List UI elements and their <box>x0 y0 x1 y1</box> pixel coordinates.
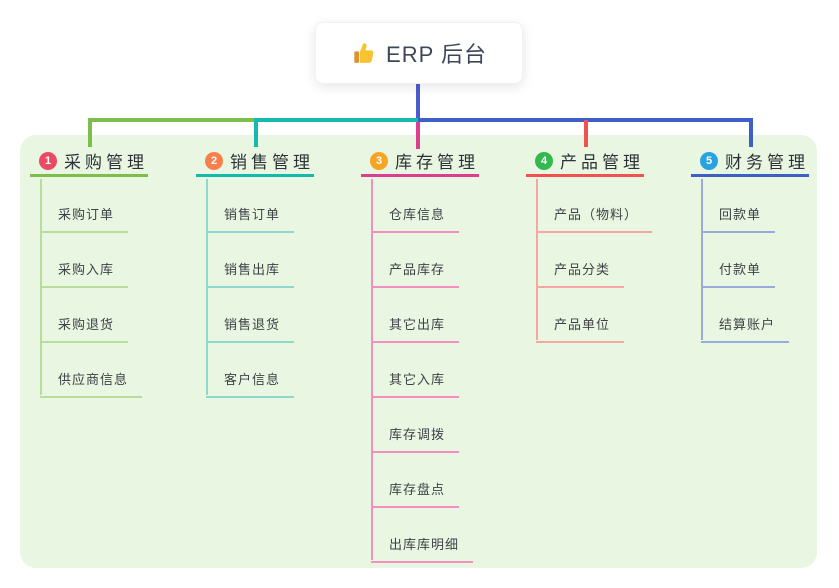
branch-2-drop-line <box>254 118 258 147</box>
branch-number-badge: 1 <box>39 151 57 170</box>
sub-node[interactable]: 客户信息 <box>206 369 295 398</box>
branch-number-badge: 3 <box>370 151 388 170</box>
branch-node-3[interactable]: 3 库存管理 <box>361 147 479 177</box>
bus-segment-teal <box>254 118 422 122</box>
branch-label: 产品管理 <box>560 153 644 172</box>
sub-node[interactable]: 付款单 <box>701 259 776 288</box>
sub-node[interactable]: 销售出库 <box>206 259 295 288</box>
branch-4-drop-line <box>584 120 588 147</box>
branch-node-1[interactable]: 1 采购管理 <box>30 147 148 177</box>
sub-node[interactable]: 产品库存 <box>371 259 460 288</box>
sub-node[interactable]: 结算账户 <box>701 314 790 343</box>
branch-5-drop-line <box>749 118 753 147</box>
sub-node[interactable]: 产品（物料） <box>536 204 653 233</box>
sub-connector-line <box>536 179 538 340</box>
branch-number-badge: 5 <box>700 151 718 170</box>
thumbs-up-icon <box>351 41 376 66</box>
sub-node[interactable]: 供应商信息 <box>40 369 143 398</box>
sub-node[interactable]: 库存调拨 <box>371 424 460 453</box>
sub-node[interactable]: 销售退货 <box>206 314 295 343</box>
sub-node[interactable]: 采购退货 <box>40 314 129 343</box>
sub-connector-line <box>371 179 373 560</box>
sub-node[interactable]: 仓库信息 <box>371 204 460 233</box>
branch-number-badge: 4 <box>535 151 553 170</box>
root-node[interactable]: ERP 后台 <box>315 22 523 84</box>
branch-3-drop-line <box>416 122 420 149</box>
sub-node[interactable]: 回款单 <box>701 204 776 233</box>
branch-node-4[interactable]: 4 产品管理 <box>526 147 644 177</box>
sub-node[interactable]: 采购入库 <box>40 259 129 288</box>
sub-node[interactable]: 出库库明细 <box>371 534 474 563</box>
sub-node[interactable]: 产品分类 <box>536 259 625 288</box>
sub-connector-line <box>701 179 703 340</box>
branches-panel <box>20 135 817 568</box>
branch-label: 销售管理 <box>230 153 314 172</box>
sub-node[interactable]: 采购订单 <box>40 204 129 233</box>
branch-label: 库存管理 <box>395 153 479 172</box>
sub-node[interactable]: 其它入库 <box>371 369 460 398</box>
branch-node-5[interactable]: 5 财务管理 <box>691 147 809 177</box>
root-title: ERP 后台 <box>386 42 487 67</box>
branch-label: 财务管理 <box>725 153 809 172</box>
branch-1-drop-line <box>88 118 92 147</box>
sub-node[interactable]: 库存盘点 <box>371 479 460 508</box>
sub-node[interactable]: 其它出库 <box>371 314 460 343</box>
branch-number-badge: 2 <box>205 151 223 170</box>
bus-segment-green <box>88 118 258 122</box>
branch-label: 采购管理 <box>64 153 148 172</box>
branch-node-2[interactable]: 2 销售管理 <box>196 147 314 177</box>
sub-node[interactable]: 产品单位 <box>536 314 625 343</box>
sub-node[interactable]: 销售订单 <box>206 204 295 233</box>
root-connector-line <box>416 84 420 122</box>
